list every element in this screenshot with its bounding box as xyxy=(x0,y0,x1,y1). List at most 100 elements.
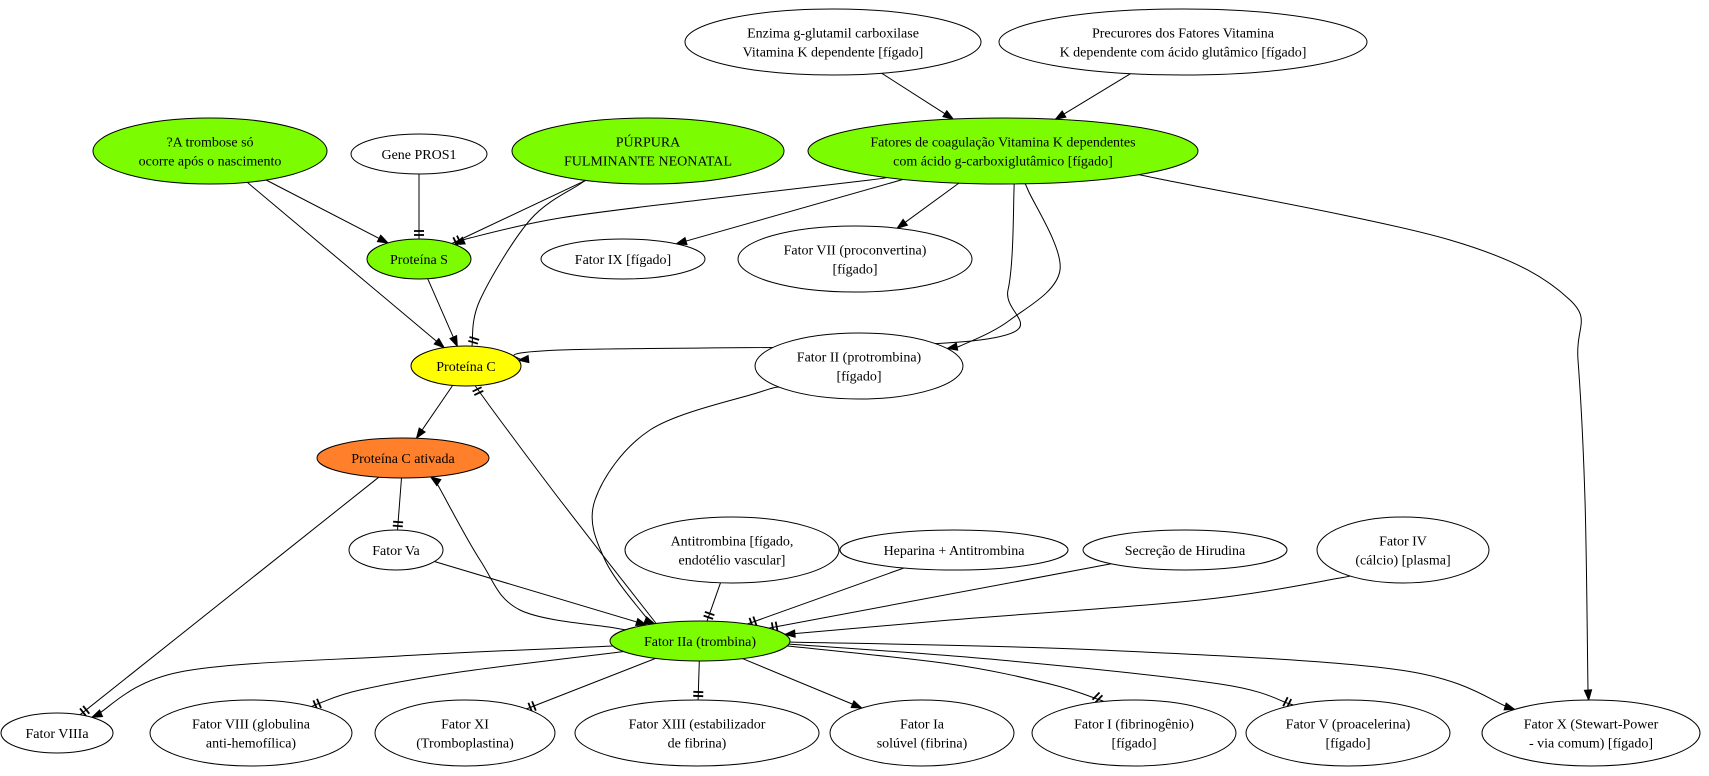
node-fator-iia: Fator IIa (trombina) xyxy=(609,620,791,662)
node-ellipse xyxy=(316,437,490,479)
inhibition-bar xyxy=(468,339,479,345)
node-label: Fatores de coagulação Vitamina K depende… xyxy=(870,136,1135,151)
node-fator-iv: Fator IV (cálcio) [plasma] xyxy=(1316,516,1490,584)
arrow-head xyxy=(674,236,688,246)
node-label: Fator IIa (trombina) xyxy=(644,635,756,650)
arrow-head xyxy=(517,354,530,364)
node-ellipse xyxy=(574,699,820,767)
edge-proteina_c_ativada-to-fator_va xyxy=(392,477,404,531)
node-label: K dependente com ácido glutâmico [fígado… xyxy=(1060,46,1307,61)
arrow-head xyxy=(415,427,426,440)
edge-fator_iia-to-fator_i xyxy=(775,644,1105,704)
node-ellipse xyxy=(410,345,522,387)
arrow-head xyxy=(945,342,959,351)
edge-trombose-to-proteina_c xyxy=(246,181,446,349)
inhibition-bar xyxy=(531,700,537,712)
node-label: Fator IV xyxy=(1379,535,1427,550)
node-ellipse xyxy=(92,117,328,185)
node-ellipse xyxy=(366,238,472,280)
edge-antitrombina-to-fator_iia xyxy=(703,582,721,622)
node-fator-ia: Fator Ia solúvel (fibrina) xyxy=(829,699,1015,767)
inhibition-bar xyxy=(392,524,403,528)
edge-line xyxy=(473,383,664,632)
edge-line xyxy=(676,178,904,245)
arrow-head xyxy=(429,476,442,487)
edge-fator_ii-to-fator_iia xyxy=(591,386,780,628)
node-ellipse xyxy=(807,117,1199,185)
node-fator-v: Fator V (proacelerina) [fígado] xyxy=(1245,699,1451,767)
node-ellipse xyxy=(350,133,488,175)
edge-line xyxy=(947,181,1061,350)
inhibition-bar xyxy=(82,705,91,715)
edge-line xyxy=(416,385,454,439)
node-label: Fator IX [fígado] xyxy=(575,253,671,268)
node-label: Fator XI xyxy=(441,718,489,733)
inhibition-bar xyxy=(1091,691,1101,701)
node-label: [fígado] xyxy=(836,370,881,385)
node-label: Fator VIII (globulina xyxy=(192,718,311,733)
node-ellipse xyxy=(1245,699,1451,767)
node-ellipse xyxy=(1031,699,1237,767)
arrow-head xyxy=(1583,689,1593,702)
edge-fator_iia-to-proteina_c xyxy=(472,383,664,632)
node-fator-i: Fator I (fibrinogênio)[fígado] xyxy=(1031,699,1237,767)
node-ellipse xyxy=(0,712,114,754)
inhibition-bar xyxy=(1282,696,1289,707)
node-label: Vitamina K dependente [fígado] xyxy=(743,46,924,61)
edge-fator_iia-to-fator_viiia xyxy=(87,644,630,721)
node-ellipse xyxy=(609,620,791,662)
node-proteina-c: Proteína C xyxy=(410,345,522,387)
edge-line xyxy=(881,72,954,120)
node-label: solúvel (fibrina) xyxy=(877,737,968,752)
edge-line xyxy=(747,567,905,625)
edge-line xyxy=(454,176,888,245)
node-label: PÚRPURA xyxy=(616,134,681,151)
arrow-head xyxy=(942,109,955,120)
node-ellipse xyxy=(511,117,785,185)
edge-enzima-to-fatores_vitk xyxy=(881,72,955,120)
inhibition-bar xyxy=(774,621,779,632)
edge-proteina_c-to-proteina_c_ativada xyxy=(415,385,454,440)
arrow-head xyxy=(453,236,466,245)
node-label: (cálcio) [plasma] xyxy=(1355,554,1450,569)
inhibition-bar xyxy=(752,616,758,627)
node-ellipse xyxy=(1316,516,1490,584)
edge-gene_pros1-to-proteina_s xyxy=(414,174,424,239)
edge-line xyxy=(742,658,862,709)
node-label: Fator Va xyxy=(372,544,420,559)
node-proteina-c-ativada: Proteína C ativada xyxy=(316,437,490,479)
edge-line xyxy=(591,386,780,628)
node-ellipse xyxy=(374,699,556,767)
inhibition-bar xyxy=(469,336,480,341)
node-label: Fator XIII (estabilizador xyxy=(629,718,766,733)
arrow-head xyxy=(433,337,446,349)
inhibition-bar xyxy=(393,520,404,524)
edge-fatores_vitk-to-fator_vii xyxy=(896,182,960,230)
node-label: [fígado] xyxy=(1111,737,1156,752)
edge-trombose-to-proteina_s xyxy=(265,179,390,244)
edge-line xyxy=(776,574,1354,636)
node-label: Fator Ia xyxy=(900,718,945,733)
node-fator-xi: Fator XI(Tromboplastina) xyxy=(374,699,556,767)
node-label: Antitrombina [fígado, xyxy=(671,535,794,550)
node-label: Fator VIIIa xyxy=(25,727,89,742)
node-label: [fígado] xyxy=(1325,737,1370,752)
edge-line xyxy=(526,657,656,710)
node-ellipse xyxy=(1082,529,1288,571)
node-ellipse xyxy=(540,238,706,280)
node-label: ?A trombose só xyxy=(166,136,253,151)
node-label: FULMINANTE NEONATAL xyxy=(564,155,732,170)
node-ellipse xyxy=(624,516,840,584)
node-label: Fator V (proacelerina) xyxy=(1286,718,1411,733)
node-ellipse xyxy=(149,699,353,767)
node-gene-pros1: Gene PROS1 xyxy=(350,133,488,175)
node-label: Fator X (Stewart-Power xyxy=(1524,718,1659,733)
inhibition-bar xyxy=(1094,694,1104,704)
edge-line xyxy=(79,476,380,716)
node-ellipse xyxy=(998,8,1368,76)
edge-fatores_vitk-to-proteina_s xyxy=(453,176,888,245)
